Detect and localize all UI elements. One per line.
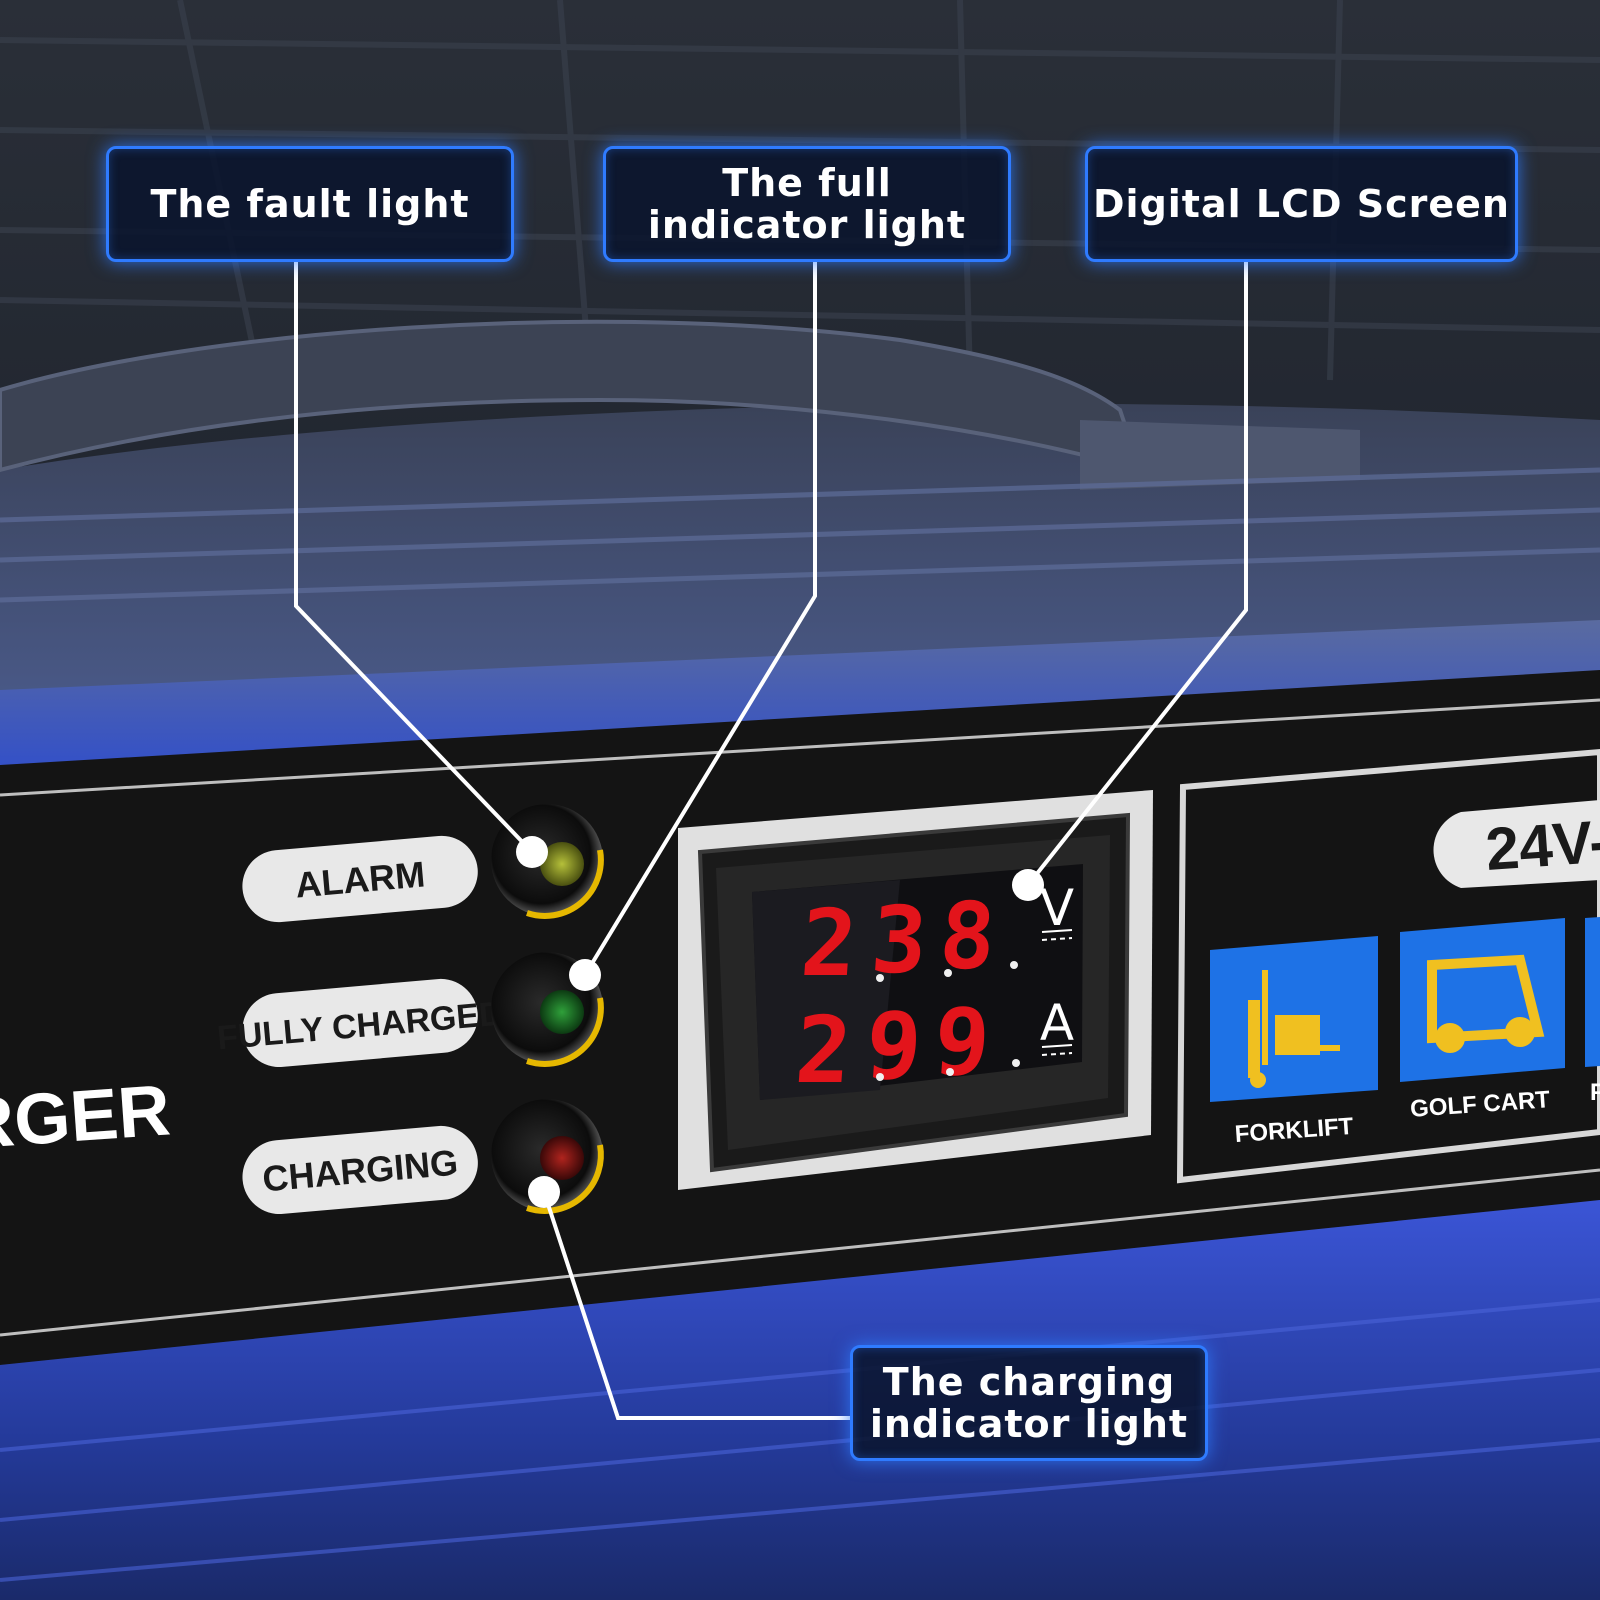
callout-charging-line2: indicator light xyxy=(869,1402,1189,1446)
decimal-points xyxy=(876,961,1020,1081)
callout-lcd-screen: Digital LCD Screen xyxy=(1085,146,1518,262)
svg-text:2: 2 xyxy=(792,997,855,1104)
charging-led xyxy=(491,1099,604,1214)
callout-full-line2: indicator light xyxy=(647,203,967,247)
indicator-label-alarm: ALARM xyxy=(242,835,478,923)
callout-charging-indicator-light: The charging indicator light xyxy=(850,1345,1208,1461)
current-unit: A xyxy=(1040,994,1074,1052)
svg-text:2: 2 xyxy=(798,890,861,997)
app-tile-partial: F xyxy=(1585,917,1600,1106)
callout-fault-light-text: The fault light xyxy=(150,182,470,226)
current-readout: 2 9 9 xyxy=(792,989,993,1104)
svg-text:F: F xyxy=(1590,1079,1600,1106)
brand-text: RGER xyxy=(0,1070,173,1164)
callout-fault-light: The fault light xyxy=(106,146,514,262)
indicator-label-charging: CHARGING xyxy=(242,1125,478,1215)
voltage-readout: 2 3 8 xyxy=(798,883,999,997)
voltage-unit: V xyxy=(1040,879,1074,937)
callout-full-line1: The full xyxy=(722,161,892,205)
leader-dots xyxy=(516,836,1044,1208)
leader-lines xyxy=(294,262,1248,1420)
model-label: 24V-3 xyxy=(1484,805,1600,883)
chassis-top-band xyxy=(0,620,1600,770)
svg-text:9: 9 xyxy=(931,989,994,1096)
indicator-label-fully-charged: FULLY CHARGED xyxy=(216,978,505,1068)
svg-text:9: 9 xyxy=(862,993,925,1100)
callout-lcd-text: Digital LCD Screen xyxy=(1093,182,1510,226)
callout-charging-line1: The charging xyxy=(882,1360,1176,1404)
chassis-bottom-band xyxy=(0,1200,1600,1600)
alarm-led xyxy=(491,804,604,919)
callout-full-indicator-light: The full indicator light xyxy=(603,146,1011,262)
